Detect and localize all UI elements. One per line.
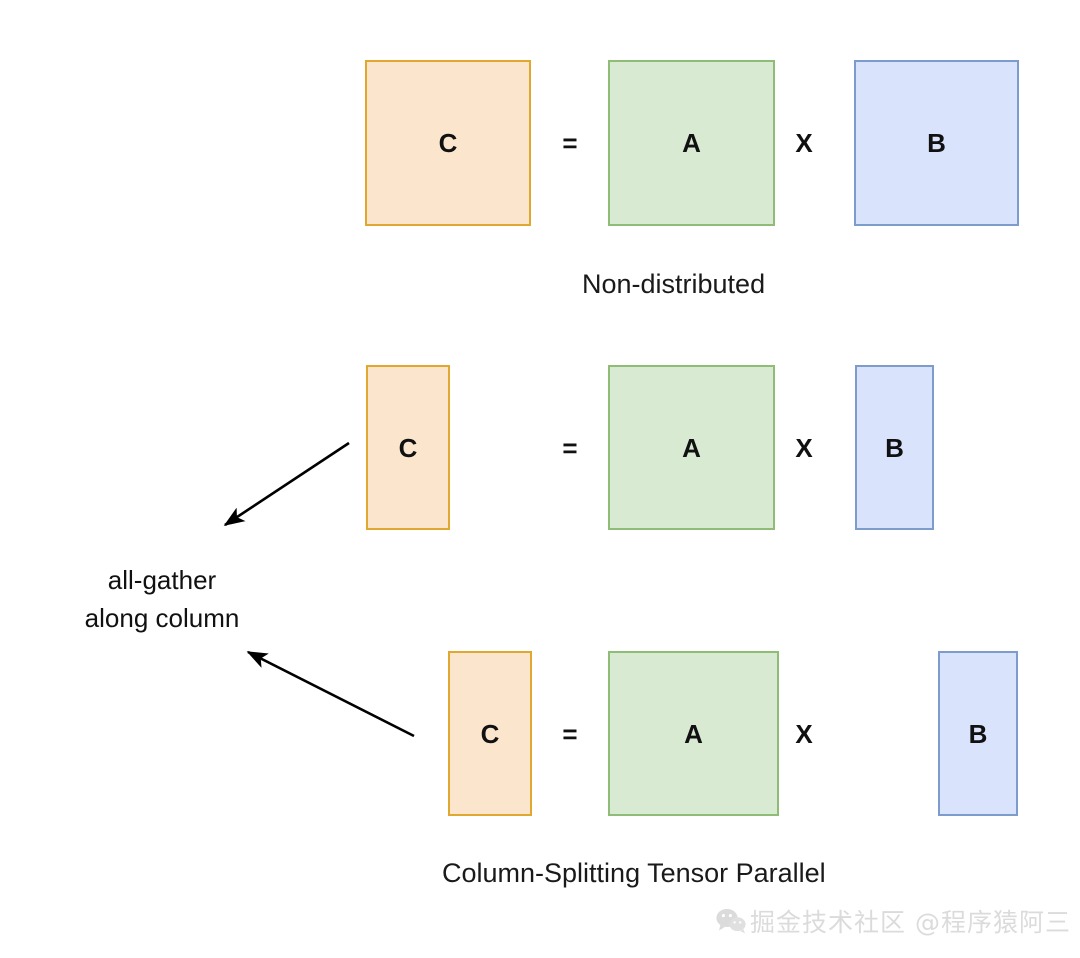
all-gather-arrow-lower <box>246 650 415 738</box>
operator-times-row1: X <box>795 128 813 158</box>
matrix-box-c-row1: C <box>365 60 531 226</box>
operator-equals-row2: = <box>562 433 578 463</box>
annotation-line-1: all-gather <box>107 565 217 595</box>
matrix-label-b: B <box>927 128 946 158</box>
watermark-text: 掘金技术社区 @程序猿阿三 <box>750 908 1071 937</box>
matrix-box-a-row2: A <box>608 365 775 530</box>
watermark: 掘金技术社区 @程序猿阿三 <box>716 903 1071 939</box>
matrix-label-a: A <box>684 718 703 749</box>
caption-column-splitting-tensor-parallel: Column-Splitting Tensor Parallel <box>442 858 826 888</box>
matrix-box-a-row1: A <box>608 60 775 226</box>
matrix-label-c: C <box>438 128 458 158</box>
annotation-line-2: along column <box>84 602 240 633</box>
matrix-box-b-row2: B <box>855 365 934 530</box>
matrix-label-b: B <box>885 432 904 463</box>
matrix-box-c-row2: C <box>366 365 450 530</box>
operator-equals-row3: = <box>562 719 578 749</box>
matrix-label-a: A <box>682 432 701 463</box>
annotation-all-gather: all-gather along column <box>64 562 260 637</box>
matrix-box-b-row3: B <box>938 651 1018 816</box>
matrix-box-a-row3: A <box>608 651 779 816</box>
matrix-label-c: C <box>480 718 500 749</box>
matrix-box-b-row1: B <box>854 60 1019 226</box>
matrix-box-c-row3: C <box>448 651 532 816</box>
operator-times-row3: X <box>795 719 813 749</box>
matrix-label-a: A <box>682 128 701 158</box>
operator-times-row2: X <box>795 433 813 463</box>
caption-non-distributed: Non-distributed <box>582 269 766 299</box>
matrix-label-b: B <box>968 718 988 749</box>
operator-equals-row1: = <box>562 128 578 158</box>
wechat-icon <box>716 909 746 934</box>
matrix-label-c: C <box>398 432 418 463</box>
all-gather-arrow-upper <box>223 441 350 527</box>
